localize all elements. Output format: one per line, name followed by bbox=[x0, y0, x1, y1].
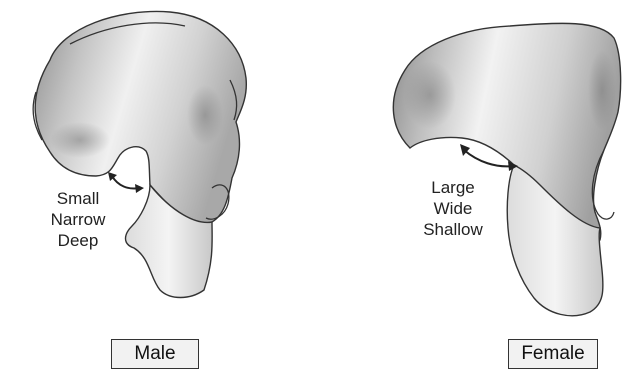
male-notch-description: Small Narrow Deep bbox=[40, 188, 116, 251]
male-notch-depth-label: Deep bbox=[40, 230, 116, 251]
female-hip-bone bbox=[393, 23, 620, 315]
male-notch-width-label: Narrow bbox=[40, 209, 116, 230]
female-notch-description: Large Wide Shallow bbox=[412, 177, 494, 240]
male-notch-size-label: Small bbox=[40, 188, 116, 209]
female-notch-width-label: Wide bbox=[412, 198, 494, 219]
male-hip-bone bbox=[33, 11, 246, 297]
female-notch-size-label: Large bbox=[412, 177, 494, 198]
female-notch-depth-label: Shallow bbox=[412, 219, 494, 240]
male-caption: Male bbox=[111, 339, 199, 369]
female-caption: Female bbox=[508, 339, 598, 369]
